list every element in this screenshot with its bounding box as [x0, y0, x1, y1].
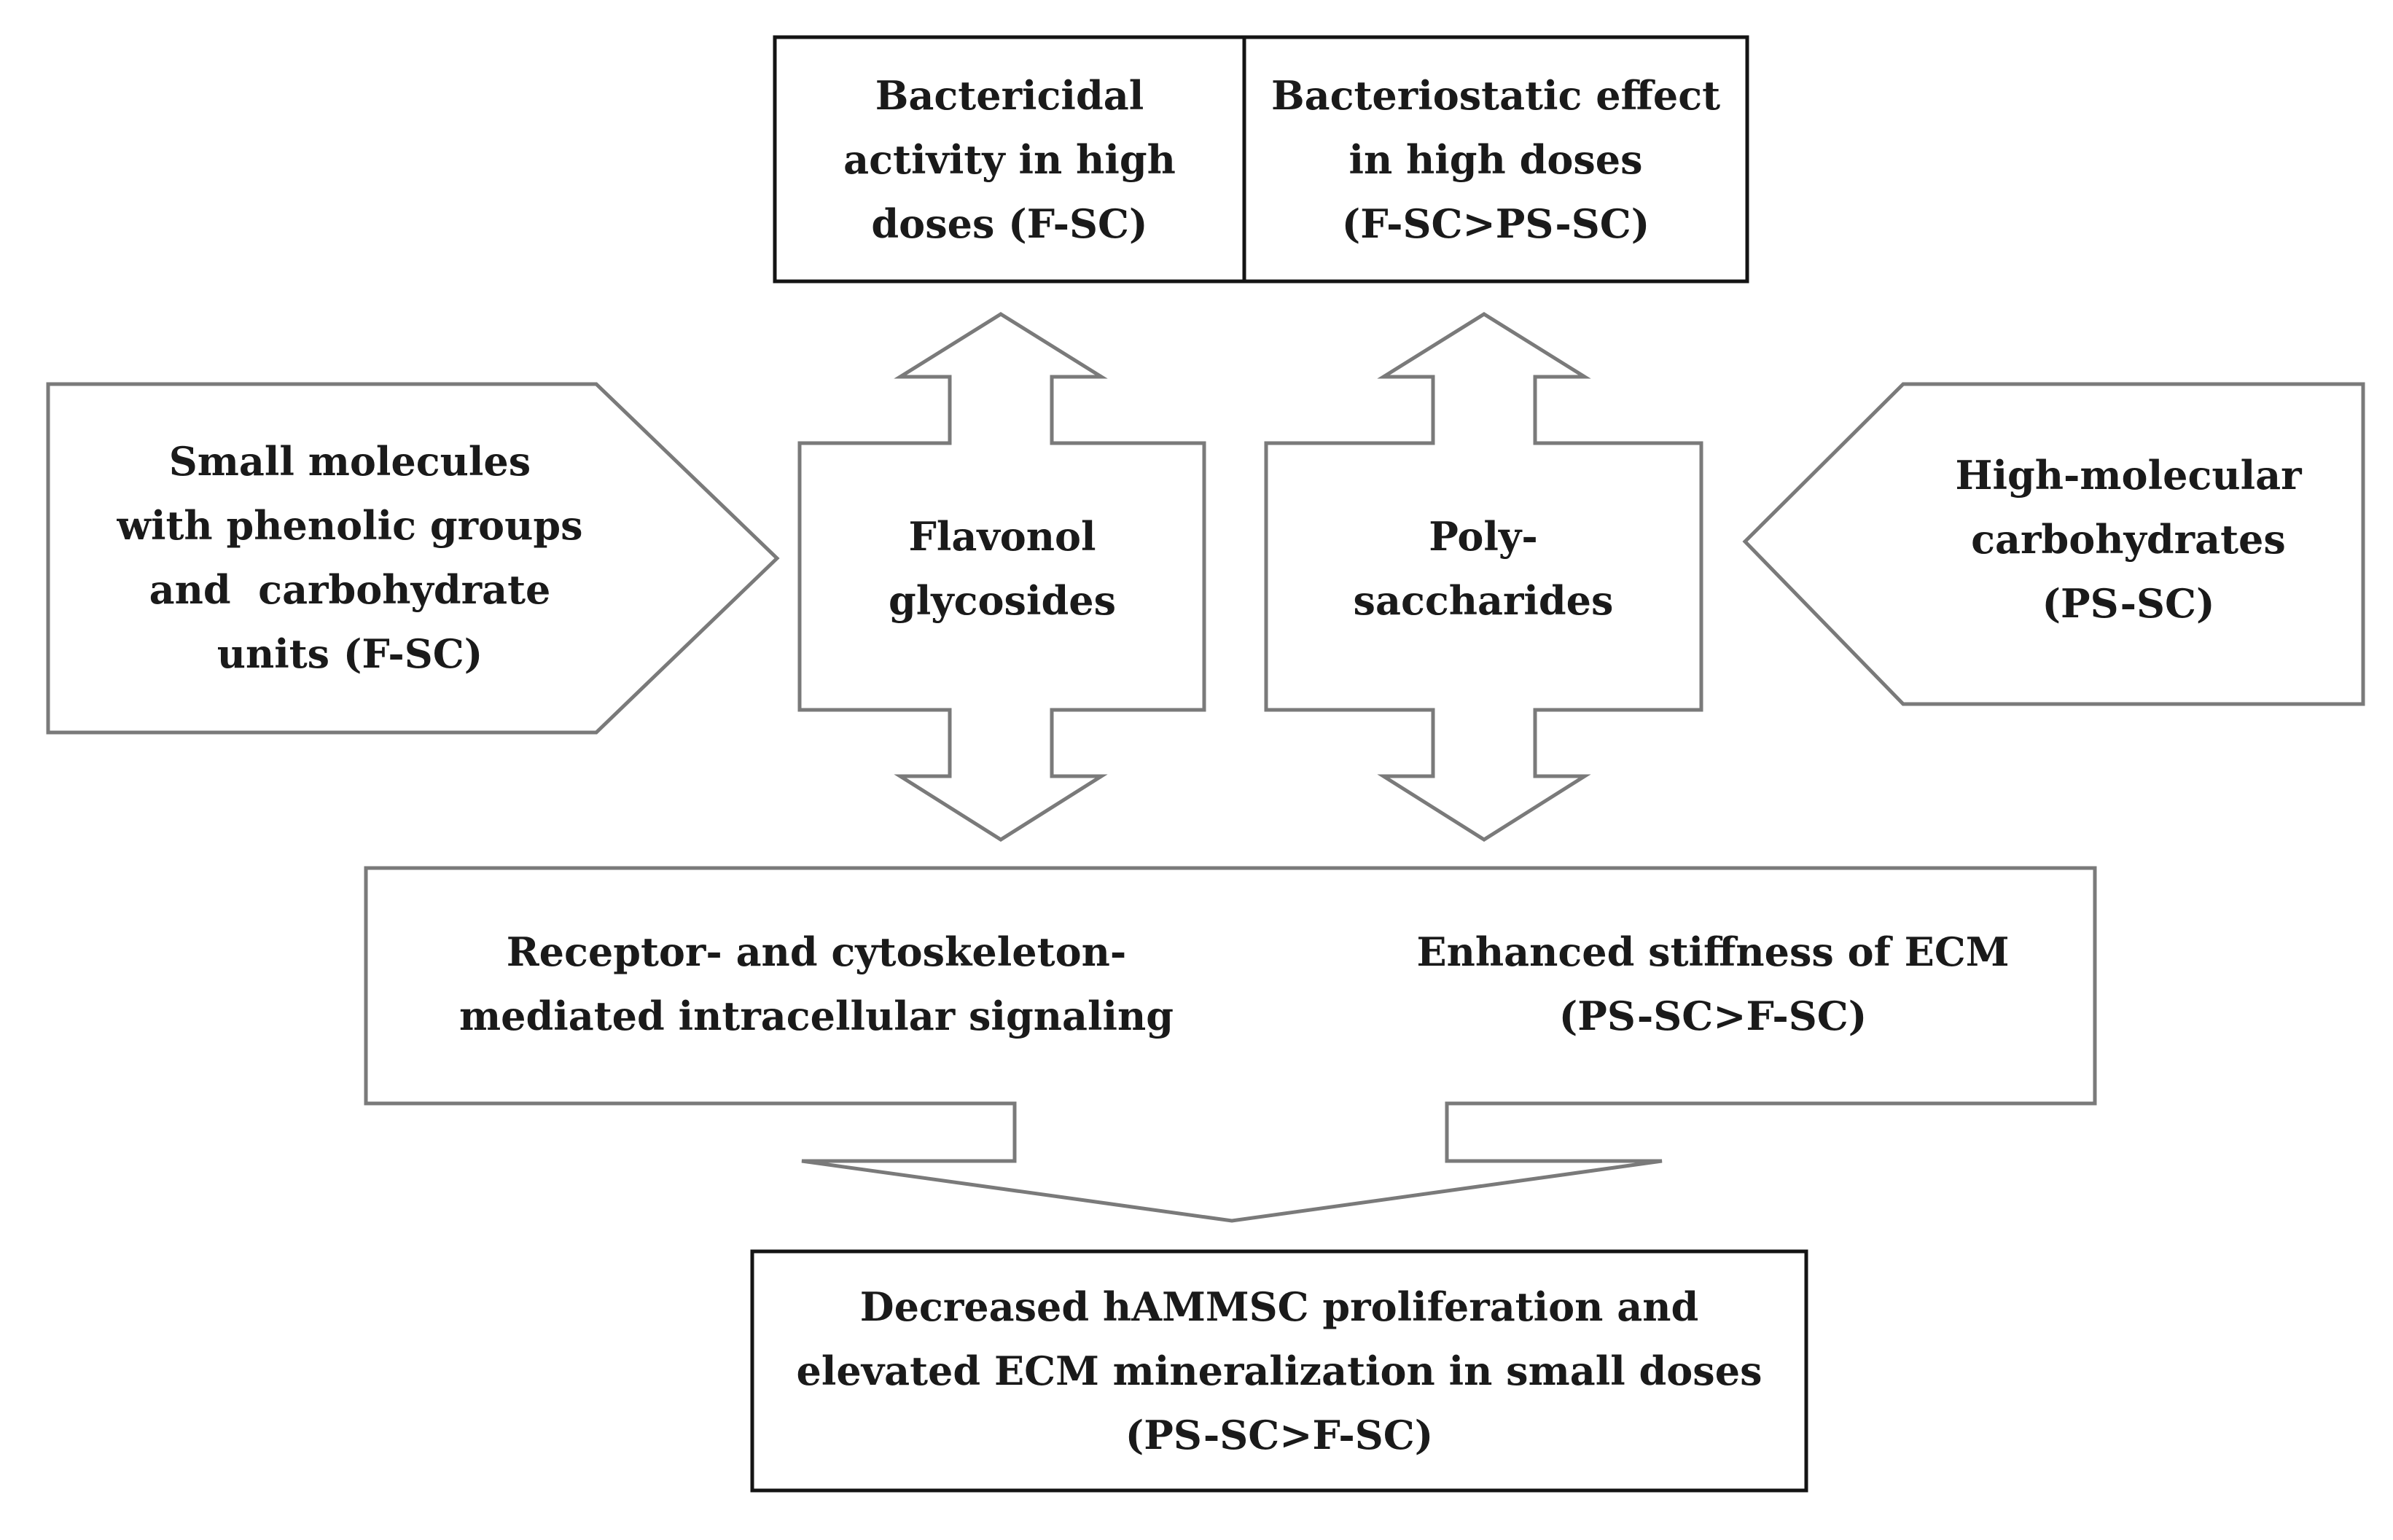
proliferation-line-1: Decreased hAMMSC proliferation and: [859, 1283, 1699, 1330]
bactericidal-activity-label: Bactericidal activity in high doses (F-S…: [778, 41, 1241, 278]
small-molecules-line-2: with phenolic groups: [117, 502, 583, 549]
ecm-stiffness-label: Enhanced stiffness of ECM (PS-SC>F-SC): [1385, 911, 2041, 1057]
high-molecular-carbohydrates-label: High-molecular carbohydrates (PS-SC): [1910, 430, 2347, 649]
top-box: [773, 35, 1749, 284]
intracellular-signaling-label: Receptor- and cytoskeleton- mediated int…: [452, 911, 1181, 1057]
signaling-line-1: Receptor- and cytoskeleton-: [506, 929, 1127, 975]
bacteriostatic-effect-label: Bacteriostatic effect in high doses (F-S…: [1248, 41, 1744, 278]
small-molecules-line-4: units (F-SC): [216, 630, 483, 677]
bacteriostatic-line-1: Bacteriostatic effect: [1270, 71, 1721, 119]
small-molecules-label: Small molecules with phenolic groups and…: [58, 423, 641, 692]
flavonol-line-2: glycosides: [889, 577, 1116, 624]
signaling-line-2: mediated intracellular signaling: [458, 993, 1174, 1039]
left-pentagon-arrow: [46, 382, 780, 735]
proliferation-line-3: (PS-SC>F-SC): [1125, 1412, 1434, 1458]
high-molecular-line-1: High-molecular: [1955, 452, 2302, 499]
flavonol-glycosides-label: Flavonol glycosides: [802, 496, 1203, 641]
high-molecular-line-3: (PS-SC): [2042, 580, 2215, 627]
flavonol-line-1: Flavonol: [908, 513, 1096, 560]
polysaccharides-line-2: saccharides: [1353, 577, 1614, 624]
decreased-proliferation-label: Decreased hAMMSC proliferation and eleva…: [756, 1255, 1803, 1487]
bactericidal-line-2: activity in high: [843, 136, 1176, 183]
middle-box-arrow: [364, 866, 2097, 1223]
high-molecular-line-2: carbohydrates: [1971, 516, 2286, 563]
right-pentagon-arrow: [1742, 382, 2365, 706]
bacteriostatic-line-2: in high doses: [1348, 136, 1643, 183]
bottom-box: [750, 1249, 1808, 1493]
ecm-stiffness-line-1: Enhanced stiffness of ECM: [1416, 929, 2010, 975]
ecm-stiffness-line-2: (PS-SC>F-SC): [1558, 993, 1867, 1039]
polysaccharides-label: Poly- saccharides: [1272, 496, 1695, 641]
polysaccharide-double-arrow: [1264, 312, 1703, 842]
bactericidal-line-1: Bactericidal: [875, 71, 1144, 119]
small-molecules-line-1: Small molecules: [168, 438, 531, 485]
polysaccharides-line-1: Poly-: [1429, 513, 1538, 560]
proliferation-line-2: elevated ECM mineralization in small dos…: [796, 1348, 1762, 1394]
bacteriostatic-line-3: (F-SC>PS-SC): [1341, 200, 1650, 247]
flavonol-double-arrow: [797, 312, 1206, 842]
bactericidal-line-3: doses (F-SC): [871, 200, 1148, 247]
small-molecules-line-3: and carbohydrate: [149, 566, 551, 613]
